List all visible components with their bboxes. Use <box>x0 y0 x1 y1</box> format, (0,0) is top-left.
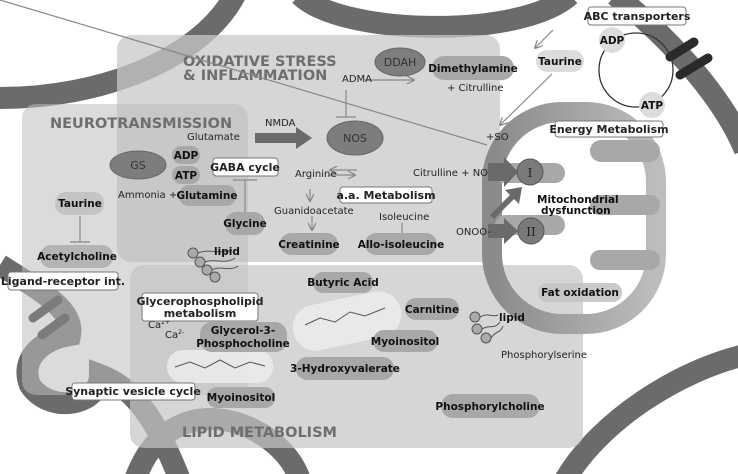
gs-label: GS <box>130 159 146 172</box>
metabolite-fat-oxidation: Fat oxidation <box>541 287 619 299</box>
so-label: +SO <box>486 132 509 143</box>
metabolite-carnitine: Carnitine <box>405 304 459 316</box>
gs-enzyme <box>109 150 167 180</box>
metabolite-myoinositol-right: Myoinositol <box>371 336 439 348</box>
complex-2-label: II <box>526 225 536 239</box>
isoleucine-label: Isoleucine <box>379 212 429 223</box>
metabolite-glutamine: Glutamine <box>177 190 238 202</box>
pathway-ligand-receptor: Ligand-receptor int. <box>1 275 125 288</box>
plus-citrulline-label: + Citrulline <box>447 83 504 94</box>
citrulline-no-label: Citrulline + NO <box>413 168 488 179</box>
pathway-abc-transporters: ABC transporters <box>584 10 691 23</box>
pathway-aa-metabolism: a.a. Metabolism <box>336 189 435 202</box>
ddah-label: DDAH <box>384 56 417 69</box>
block-arrows <box>255 127 522 244</box>
metabolite-creatinine: Creatinine <box>278 239 339 251</box>
lipid-icon-upper <box>187 247 239 283</box>
pathway-glycerophospholipid-line2: metabolism <box>164 307 237 320</box>
membrane-top-center <box>292 0 578 38</box>
metabolite-glycine: Glycine <box>223 218 266 230</box>
adma-label: ADMA <box>342 74 372 85</box>
metabolite-butyric-acid: Butyric Acid <box>307 277 378 289</box>
nos-enzyme <box>326 120 384 156</box>
arginine-label: Arginine <box>295 169 337 180</box>
complex-2-icon <box>517 217 545 245</box>
metabolite-glycerol-line1: Glycerol-3- <box>211 325 275 337</box>
nos-label: NOS <box>343 132 367 145</box>
calcium-plus-label: Ca2+ <box>148 319 170 331</box>
pathway-energy-metabolism: Energy Metabolism <box>549 123 668 136</box>
metabolite-allo-isoleucine: Allo-isoleucine <box>358 239 445 251</box>
metabolite-taurine-right: Taurine <box>538 56 582 68</box>
metabolite-glycerol-line2: Phosphocholine <box>196 338 290 350</box>
metabolite-phosphorylcholine: Phosphorylcholine <box>435 401 544 413</box>
onoo-label: ONOO- <box>456 227 491 238</box>
pathway-labels: GABA cycle a.a. Metabolism Energy Metabo… <box>1 6 691 401</box>
metabolite-pills: Dimethylamine ADP ATP Glutamine Glycine … <box>37 27 665 418</box>
mito-dysfunction-line2: dysfunction <box>541 205 611 217</box>
guanidoacetate-label: Guanidoacetate <box>274 206 354 217</box>
complex-1-icon <box>516 158 544 186</box>
nmda-label: NMDA <box>265 118 296 129</box>
lipid-icon-right <box>469 311 504 344</box>
section-title-neurotransmission: NEUROTRANSMISSION <box>50 116 232 132</box>
metabolite-adp-right: ADP <box>600 35 625 47</box>
pathway-gaba-cycle: GABA cycle <box>210 161 280 174</box>
section-title-lipid: LIPID METABOLISM <box>182 425 337 441</box>
ddah-enzyme <box>374 47 426 77</box>
molecule-structures <box>167 291 402 383</box>
metabolite-atp-left: ATP <box>175 170 197 182</box>
metabolite-dimethylamine: Dimethylamine <box>428 63 518 75</box>
lipid-right-label: lipid <box>499 312 525 324</box>
membrane-bottom-right <box>555 345 738 474</box>
glutamate-label: Glutamate <box>187 132 240 143</box>
calcium-minus-label: Ca2- <box>165 329 184 341</box>
complex-1-label: I <box>528 166 533 180</box>
atp-adp-cycle <box>598 32 674 108</box>
metabolite-atp-right: ATP <box>641 100 663 112</box>
metabolite-myoinositol-left: Myoinositol <box>207 392 275 404</box>
pathway-synaptic-vesicle: Synaptic vesicle cycle <box>65 385 201 398</box>
pathway-glycerophospholipid-line1: Glycerophospholipid <box>136 295 263 308</box>
pathway-arrows: ="480" y2="200" marker-end="url(#ah)"/> <box>0 0 554 243</box>
lipid-upper-label: lipid <box>214 246 240 258</box>
phosphorylserine-label: Phosphorylserine <box>501 350 587 361</box>
ammonia-label: Ammonia + <box>118 190 177 201</box>
metabolite-3-hydroxyvalerate: 3-Hydroxyvalerate <box>290 363 400 375</box>
metabolite-taurine-left: Taurine <box>58 198 102 210</box>
metabolite-adp-left: ADP <box>174 150 199 162</box>
mito-dysfunction-line1: Mitochondrial <box>537 194 619 206</box>
metabolite-acetylcholine: Acetylcholine <box>37 251 117 263</box>
